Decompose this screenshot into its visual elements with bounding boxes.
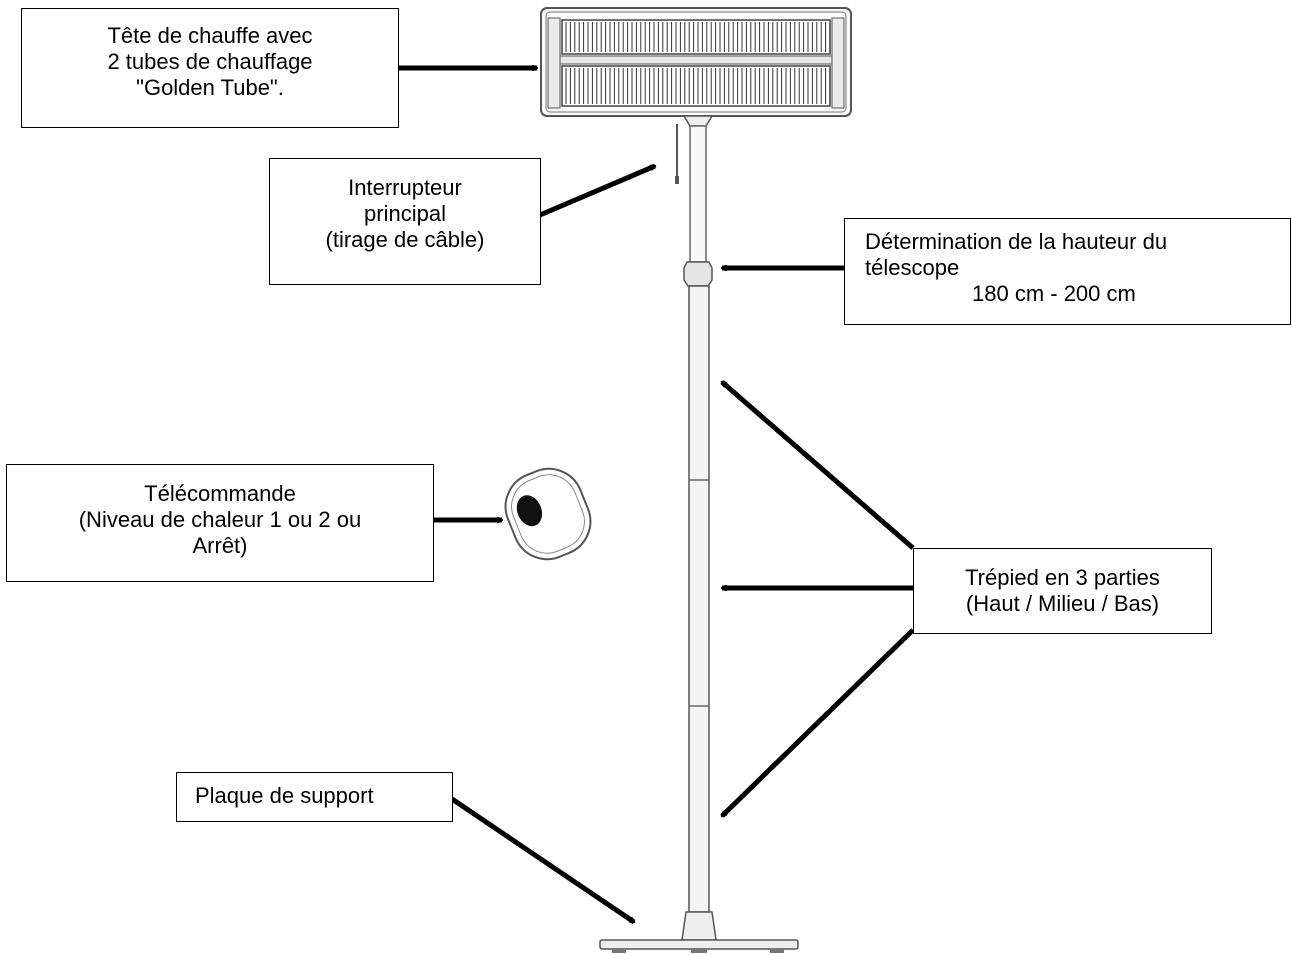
arrow-base-plate — [450, 796, 634, 925]
callout-line: "Golden Tube". — [136, 75, 284, 100]
callout-line: Trépied en 3 parties — [965, 565, 1160, 590]
heating-tube-lower — [561, 65, 831, 107]
remote-power-button — [516, 495, 543, 527]
callout-line: Interrupteur — [348, 175, 462, 200]
callout-base-plate: Plaque de support — [176, 772, 453, 822]
callout-arrows — [398, 68, 915, 925]
base-plate — [599, 939, 799, 953]
callout-line: (Niveau de chaleur 1 ou 2 ou — [78, 507, 362, 532]
callout-line: Détermination de la hauteur du — [865, 229, 1168, 254]
heating-head — [540, 7, 852, 117]
arrow-main-switch — [539, 163, 655, 218]
head-mount — [682, 115, 714, 127]
callout-line: principal — [364, 201, 446, 226]
callout-remote-control: Télécommande (Niveau de chaleur 1 ou 2 o… — [6, 464, 434, 582]
arrow-tripod-top — [722, 380, 915, 550]
callout-line: (Haut / Milieu / Bas) — [965, 591, 1160, 616]
callout-line: (tirage de câble) — [325, 227, 485, 252]
heating-tube-upper — [561, 19, 831, 55]
callout-telescope-height: Détermination de la hauteur du télescope… — [844, 218, 1291, 325]
callout-line: 2 tubes de chauffage — [107, 49, 313, 74]
callout-line: Télécommande — [144, 481, 296, 506]
callout-line: Arrêt) — [192, 533, 248, 558]
callout-tripod: Trépied en 3 parties (Haut / Milieu / Ba… — [913, 548, 1212, 634]
remote-control — [504, 467, 592, 561]
callout-line: télescope — [865, 255, 960, 280]
pull-cord-switch — [675, 124, 679, 184]
telescope-pole — [681, 125, 717, 941]
callout-main-switch: Interrupteur principal (tirage de câble) — [269, 158, 541, 285]
callout-line: 180 cm - 200 cm — [972, 281, 1136, 306]
callout-line: Tête de chauffe avec — [107, 23, 313, 48]
callout-line: Plaque de support — [195, 783, 374, 808]
callout-heating-head: Tête de chauffe avec 2 tubes de chauffag… — [21, 8, 399, 128]
arrow-tripod-bottom — [722, 628, 915, 816]
